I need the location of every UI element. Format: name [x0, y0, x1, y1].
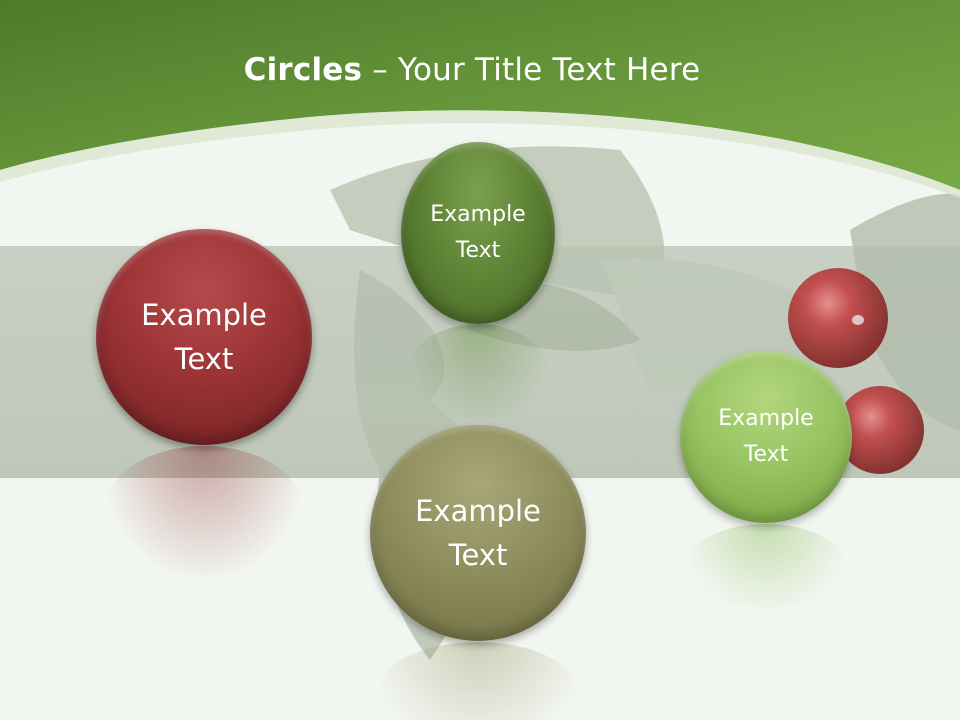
title-bold: Circles	[243, 52, 363, 88]
dark-green-circle-reflection	[408, 324, 548, 420]
circle-text-line2: Text	[448, 538, 508, 572]
slide-title: Circles – Your Title Text Here	[0, 52, 944, 88]
circle-text-line1: Example	[141, 298, 267, 332]
red-circle[interactable]: Example Text	[96, 229, 312, 445]
circle-text-line1: Example	[415, 494, 541, 528]
circle-text-line2: Text	[743, 442, 789, 467]
red-circle-reflection	[104, 446, 304, 576]
olive-circle[interactable]: Example Text	[370, 425, 586, 641]
light-green-circle-reflection	[686, 524, 846, 608]
dark-green-circle[interactable]: Example Text	[401, 142, 555, 324]
light-green-circle[interactable]: Example Text	[680, 351, 852, 523]
circle-text-line1: Example	[430, 202, 526, 227]
title-rest: – Your Title Text Here	[362, 52, 701, 88]
berry-graphic	[788, 268, 924, 474]
circle-text-line1: Example	[718, 406, 814, 431]
circle-text-line2: Text	[455, 238, 501, 263]
circle-text-line2: Text	[174, 342, 234, 376]
olive-circle-reflection	[378, 642, 578, 720]
